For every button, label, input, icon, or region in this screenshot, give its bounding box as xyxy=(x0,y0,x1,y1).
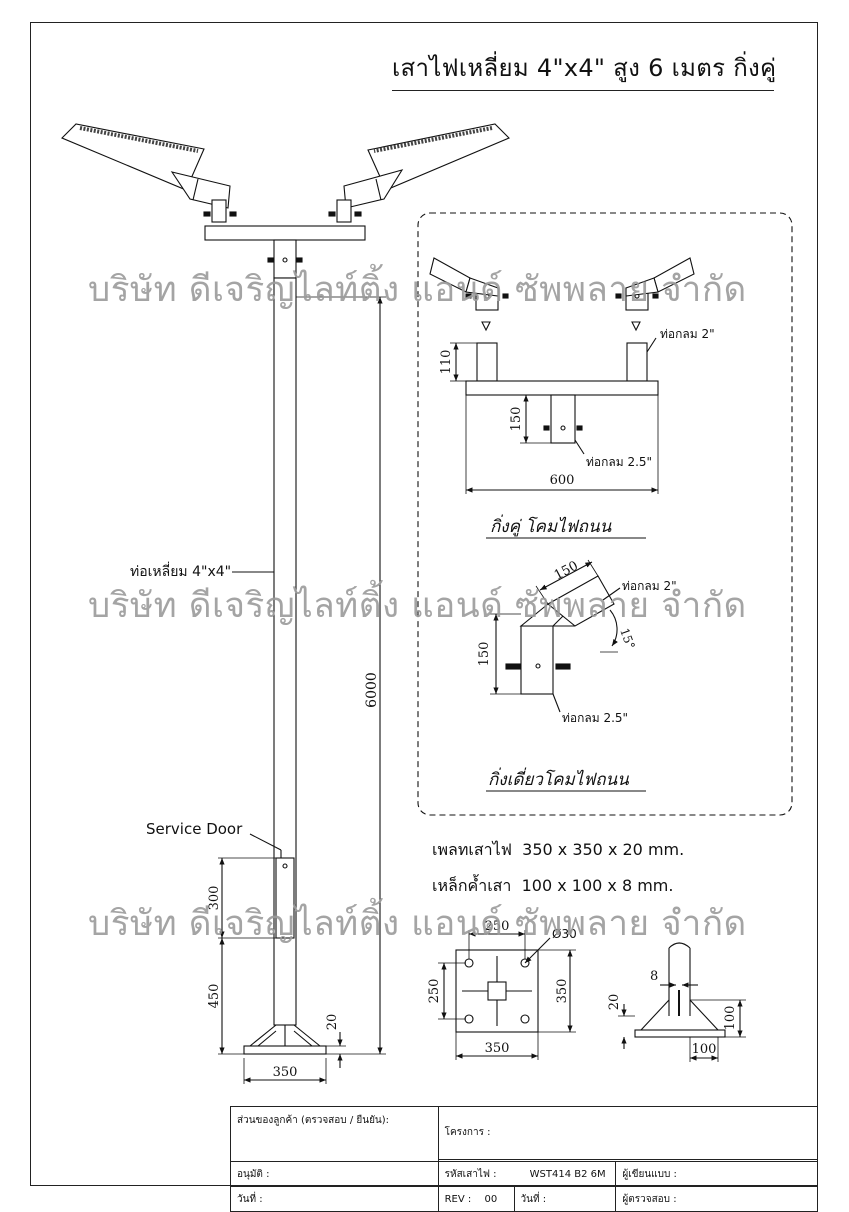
double-arm-width-dim: 600 xyxy=(550,473,575,488)
gusset-width-dim: 100 xyxy=(692,1042,717,1057)
project-cell: โครงการ : xyxy=(437,1106,819,1160)
gusset-spec-value: 100 x 100 x 8 mm. xyxy=(521,876,674,895)
gusset-spec: เหล็กค้ำเสา 100 x 100 x 8 mm. xyxy=(432,874,673,899)
watermark-3: บริษัท ดีเจริญไลท์ติ้ง แอนด์ ซัพพลาย จำก… xyxy=(88,904,747,944)
pole-height-dim: 6000 xyxy=(364,672,380,708)
plate-plan-width-dim: 350 xyxy=(485,1041,510,1056)
hole-spacing-dim: 250 xyxy=(485,919,510,934)
door-offset-dim: 450 xyxy=(207,984,222,1009)
checker-cell: ผู้ตรวจสอบ : xyxy=(615,1186,818,1212)
main-pole-elevation xyxy=(61,123,510,1084)
double-arm-bottom-dim: 150 xyxy=(509,407,524,432)
door-height-dim: 300 xyxy=(207,886,222,911)
code-value: WST414 B2 6M xyxy=(529,1168,606,1180)
watermark-1: บริษัท ดีเจริญไลท์ติ้ง แอนด์ ซัพพลาย จำก… xyxy=(88,270,747,310)
double-arm-detail xyxy=(429,257,695,494)
pole-base xyxy=(243,1024,327,1055)
plate-side-dim: 350 xyxy=(555,979,570,1004)
crossbar xyxy=(204,225,366,241)
double-arm-bottom-tube-label: ท่อกลม 2.5" xyxy=(586,455,652,469)
code-cell: รหัสเสาไฟ : WST414 B2 6M xyxy=(437,1161,617,1187)
double-arm-caption: กิ่งคู่ โคมไฟถนน xyxy=(490,514,612,537)
title-block: ส่วนของลูกค้า (ตรวจสอบ / ยืนยัน): โครงกา… xyxy=(230,1106,819,1212)
rev-cell: REV : 00 xyxy=(437,1186,515,1212)
arm-detail-box xyxy=(417,212,793,816)
approve-label: อนุมัติ : xyxy=(237,1168,270,1180)
single-arm-detail xyxy=(490,559,621,713)
date-cell: วันที่ : xyxy=(230,1186,439,1212)
double-arm-top-dim: 110 xyxy=(439,350,454,375)
plate-spec-label: เพลทเสาไฟ xyxy=(432,840,512,859)
title-underline xyxy=(392,90,774,91)
plate-spec: เพลทเสาไฟ 350 x 350 x 20 mm. xyxy=(432,838,684,863)
code-label: รหัสเสาไฟ : xyxy=(444,1168,497,1180)
right-lamp-icon xyxy=(328,123,510,223)
service-door xyxy=(275,857,295,939)
rev-value: 00 xyxy=(484,1193,498,1205)
gusset-detail xyxy=(618,942,746,1062)
single-arm-angle-dim: 15° xyxy=(617,626,637,651)
plate-spec-value: 350 x 350 x 20 mm. xyxy=(522,840,685,859)
drawing-title: เสาไฟเหลี่ยม 4"x4" สูง 6 เมตร กิ่งคู่ xyxy=(392,54,777,82)
customer-cell: ส่วนของลูกค้า (ตรวจสอบ / ยืนยัน): xyxy=(230,1106,439,1162)
date2-label: วันที่ : xyxy=(520,1193,547,1205)
hole-diameter-dim: Ø30 xyxy=(552,927,577,941)
designer-label: ผู้เขียนแบบ : xyxy=(622,1168,677,1180)
single-arm-top-tube-label: ท่อกลม 2" xyxy=(622,579,677,593)
single-arm-caption: กิ่งเดี่ยวโคมไฟถนน xyxy=(488,767,629,790)
date2-cell: วันที่ : xyxy=(513,1186,617,1212)
pole-label: ท่อเหลี่ยม 4"x4" xyxy=(130,562,231,580)
date-label: วันที่ : xyxy=(237,1193,263,1205)
customer-label: ส่วนของลูกค้า (ตรวจสอบ / ยืนยัน): xyxy=(237,1115,390,1126)
single-arm-height-dim: 150 xyxy=(477,642,492,667)
approve-cell: อนุมัติ : xyxy=(230,1161,439,1187)
single-arm-bottom-tube-label: ท่อกลม 2.5" xyxy=(562,711,628,725)
checker-label: ผู้ตรวจสอบ : xyxy=(622,1193,677,1205)
service-door-label: Service Door xyxy=(146,820,243,838)
project-label: โครงการ : xyxy=(444,1127,491,1139)
designer-cell: ผู้เขียนแบบ : xyxy=(615,1161,818,1187)
plate-thickness-dim: 20 xyxy=(325,1014,340,1031)
watermark-2: บริษัท ดีเจริญไลท์ติ้ง แอนด์ ซัพพลาย จำก… xyxy=(88,586,747,626)
left-lamp-icon xyxy=(61,123,237,223)
gusset-thickness-dim: 8 xyxy=(650,969,658,984)
base-plate-plan xyxy=(438,930,576,1060)
gusset-plate-dim: 20 xyxy=(607,994,622,1011)
rev-label: REV : xyxy=(444,1193,472,1205)
plate-width-dim: 350 xyxy=(273,1065,298,1080)
hole-vspacing-dim: 250 xyxy=(427,979,442,1004)
double-arm-top-tube-label: ท่อกลม 2" xyxy=(660,327,715,341)
gusset-spec-label: เหล็กค้ำเสา xyxy=(432,876,512,895)
gusset-height-dim: 100 xyxy=(723,1006,738,1031)
